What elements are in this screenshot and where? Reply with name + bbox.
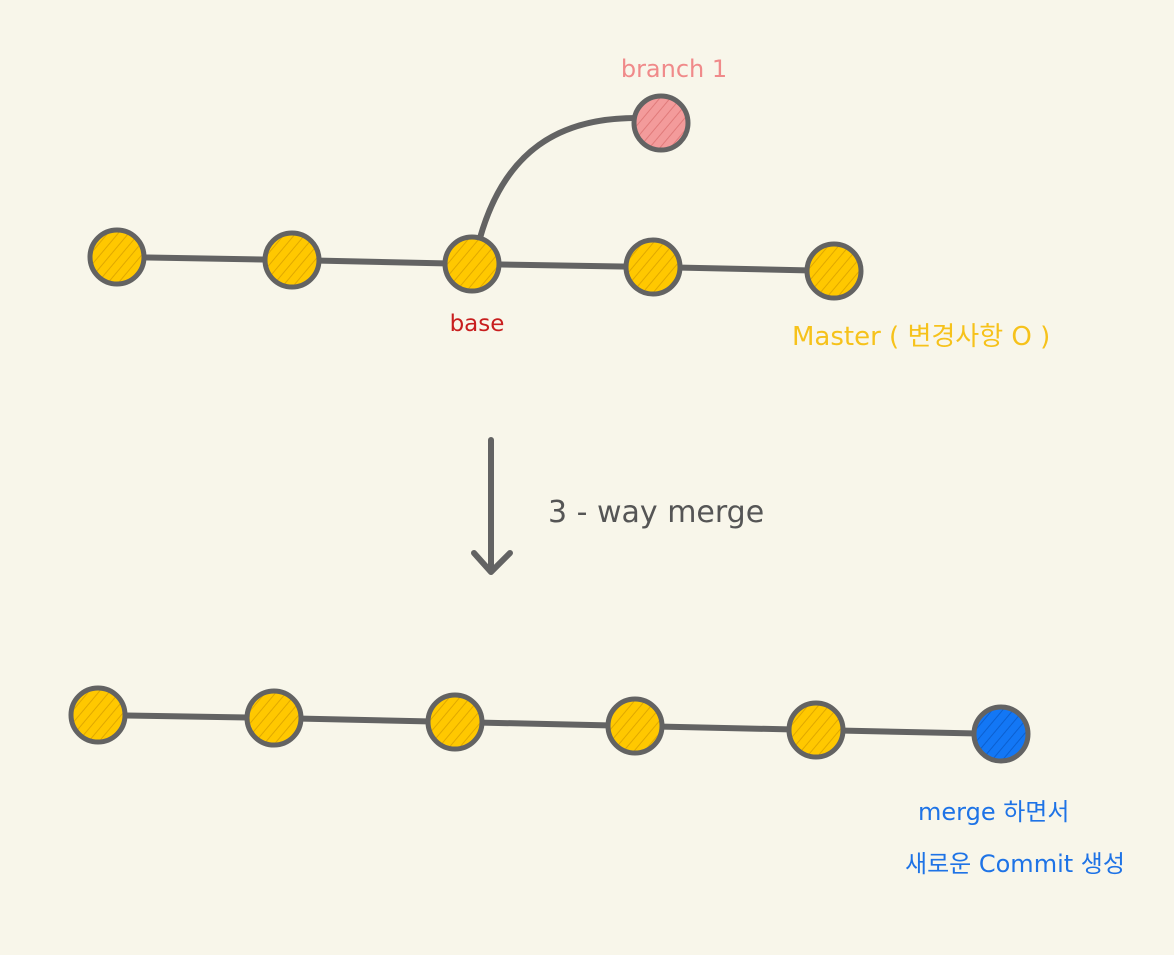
after-merge-graph: merge 하면서 새로운 Commit 생성: [68, 685, 1125, 878]
merge-step-label: 3 - way merge: [548, 495, 764, 530]
commit-node: [244, 688, 304, 748]
branch-commit-node: [631, 93, 691, 153]
edge: [815, 727, 1002, 737]
commit-node: [425, 692, 485, 752]
merge-arrow: [471, 437, 513, 575]
arrow-head: [471, 550, 513, 575]
commit-node: [68, 685, 128, 745]
branch-label: branch 1: [621, 55, 727, 83]
merge-commit-node: [971, 704, 1031, 764]
new-commit-label-line2: 새로운 Commit 생성: [905, 850, 1125, 878]
commit-node: [605, 696, 665, 756]
branch-edge: [477, 115, 639, 241]
master-head-node: [804, 241, 864, 301]
new-commit-label-line1: merge 하면서: [918, 798, 1069, 826]
edge: [291, 257, 473, 267]
edge: [634, 723, 817, 733]
before-merge-graph: branch 1 base Master ( 변경사항 O ): [87, 55, 1050, 352]
edge: [273, 715, 456, 725]
commit-node: [87, 227, 147, 287]
edge: [454, 719, 636, 729]
commit-node: [786, 700, 846, 760]
edge: [471, 261, 654, 270]
base-commit-node: [442, 234, 502, 294]
edge: [652, 264, 835, 274]
master-label: Master ( 변경사항 O ): [792, 322, 1050, 352]
base-label: base: [450, 311, 505, 337]
commit-node: [262, 230, 322, 290]
commit-node: [623, 237, 683, 297]
